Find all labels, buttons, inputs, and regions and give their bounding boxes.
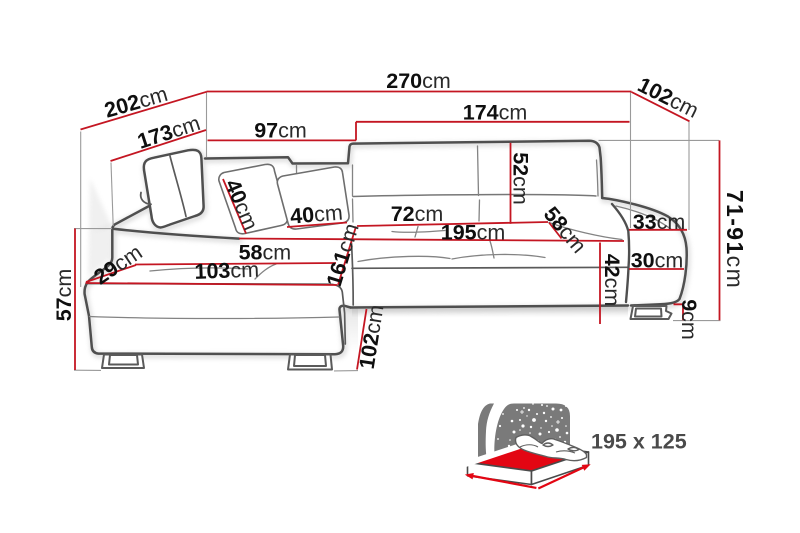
svg-text:103cm: 103cm xyxy=(194,258,259,284)
svg-text:270cm: 270cm xyxy=(386,69,451,93)
svg-text:58cm: 58cm xyxy=(239,241,292,265)
svg-text:40cm: 40cm xyxy=(289,200,343,228)
svg-text:9cm: 9cm xyxy=(677,299,701,340)
svg-text:42cm: 42cm xyxy=(600,254,624,307)
svg-text:71-91cm: 71-91cm xyxy=(722,190,748,289)
svg-text:97cm: 97cm xyxy=(254,118,307,142)
svg-text:195 x 125: 195 x 125 xyxy=(591,430,687,454)
svg-text:52cm: 52cm xyxy=(509,152,533,205)
svg-text:202cm: 202cm xyxy=(102,82,171,123)
svg-text:174cm: 174cm xyxy=(463,101,528,125)
svg-text:58cm: 58cm xyxy=(539,202,591,258)
svg-text:195cm: 195cm xyxy=(441,220,506,244)
svg-text:57cm: 57cm xyxy=(52,269,76,322)
svg-text:173cm: 173cm xyxy=(134,111,203,154)
svg-text:30cm: 30cm xyxy=(631,249,684,273)
svg-text:72cm: 72cm xyxy=(391,202,444,226)
svg-text:102cm: 102cm xyxy=(634,73,702,123)
svg-text:102cm: 102cm xyxy=(355,303,389,371)
svg-text:161cm: 161cm xyxy=(322,221,364,290)
svg-text:33cm: 33cm xyxy=(633,210,686,234)
